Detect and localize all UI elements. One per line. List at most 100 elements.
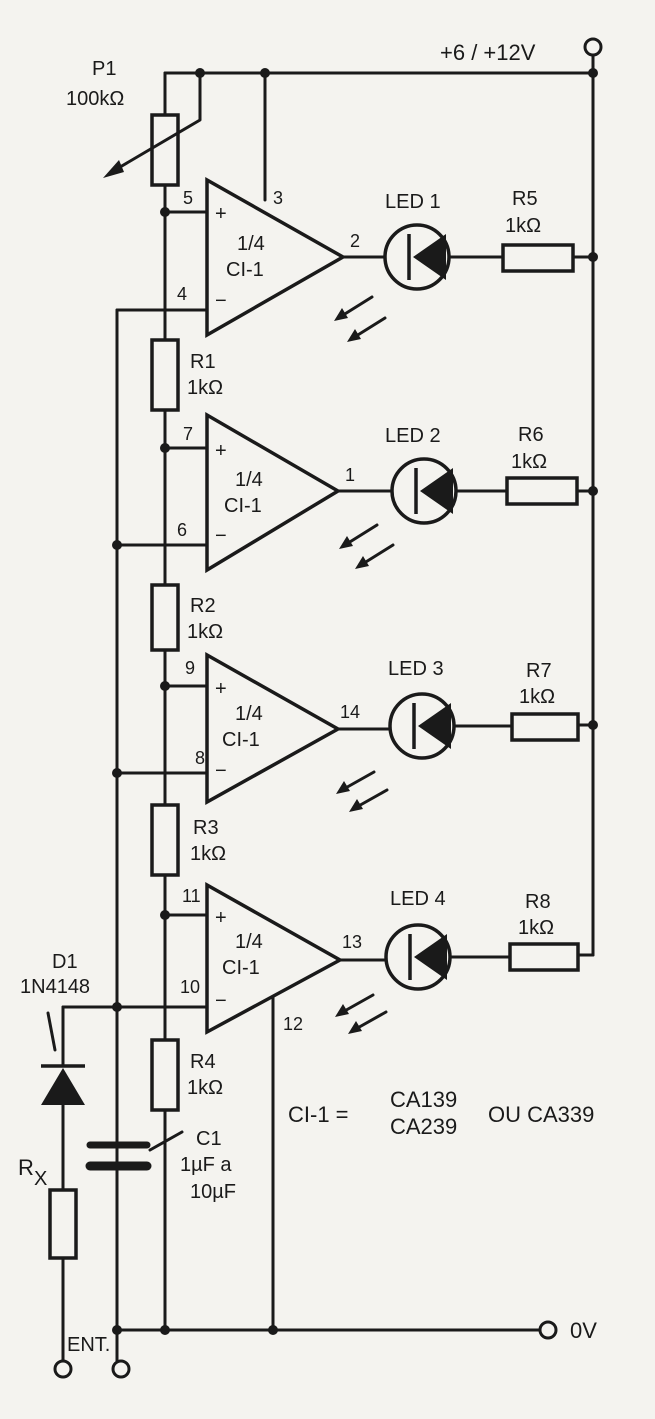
light-emission-arrows xyxy=(334,295,387,342)
pin-in-minus: 10 xyxy=(180,977,200,997)
input-bus xyxy=(61,308,209,1332)
input-terminal-right xyxy=(111,1359,131,1379)
r2-ref: R2 xyxy=(190,595,216,617)
supply-terminal xyxy=(583,37,603,57)
opamp-frac: 1/4 xyxy=(235,703,263,725)
rx-ref: R xyxy=(18,1155,34,1180)
r5-ref: R5 xyxy=(512,188,538,210)
plus-sign: + xyxy=(215,203,227,225)
ground-rail: 0V xyxy=(112,1318,597,1343)
led-label: LED 2 xyxy=(385,425,441,447)
comparator-4: + − 1/4 CI-1 11 10 12 13 LED 4 R8 1kΩ xyxy=(163,882,595,1332)
pot-value: 100kΩ xyxy=(66,88,124,110)
pin-in-plus: 11 xyxy=(182,886,201,906)
led-label: LED 4 xyxy=(390,888,446,910)
pin-out: 1 xyxy=(345,465,355,485)
r4-ref: R4 xyxy=(190,1051,216,1073)
comparator-3: + − 1/4 CI-1 9 8 14 LED 3 R7 1kΩ xyxy=(163,652,598,812)
ground-label: 0V xyxy=(570,1318,597,1343)
opamp-name: CI-1 xyxy=(224,495,262,517)
pin-out: 14 xyxy=(340,702,360,722)
pin-out: 13 xyxy=(342,932,362,952)
r1-value: 1kΩ xyxy=(187,377,223,399)
pin-in-plus: 9 xyxy=(185,658,195,678)
rx-sub: X xyxy=(34,1168,47,1190)
plus-sign: + xyxy=(215,440,227,462)
r1-ref: R1 xyxy=(190,351,216,373)
plus-sign: + xyxy=(215,907,227,929)
r4-value: 1kΩ xyxy=(187,1077,223,1099)
input-terminal-left xyxy=(53,1359,73,1379)
r8-value: 1kΩ xyxy=(518,917,554,939)
r2-value: 1kΩ xyxy=(187,621,223,643)
c1-value2: 10µF xyxy=(190,1181,236,1203)
resistor-r7 xyxy=(510,712,580,742)
resistor-r8 xyxy=(508,942,580,972)
r7-value: 1kΩ xyxy=(519,686,555,708)
opamp-name: CI-1 xyxy=(222,729,260,751)
r6-value: 1kΩ xyxy=(511,451,547,473)
r5-value: 1kΩ xyxy=(505,215,541,237)
opamp-frac: 1/4 xyxy=(235,931,263,953)
resistor-r1 xyxy=(150,338,180,412)
resistor-r4 xyxy=(150,1038,180,1112)
divider-chain: R1 1kΩ R2 1kΩ R3 1kΩ R4 1kΩ xyxy=(150,210,226,1332)
opamp-frac: 1/4 xyxy=(237,233,265,255)
note-suffix: OU CA339 xyxy=(488,1102,594,1127)
c1-value1: 1µF a xyxy=(180,1154,232,1176)
pin-supply: 3 xyxy=(273,188,283,208)
r8-ref: R8 xyxy=(525,891,551,913)
opamp-name: CI-1 xyxy=(226,259,264,281)
supply-label: +6 / +12V xyxy=(440,40,536,65)
resistor-rx: R X xyxy=(18,1155,78,1362)
comparator-2: + − 1/4 CI-1 7 6 1 LED 2 R6 1kΩ xyxy=(163,411,598,574)
note-line2: CA239 xyxy=(390,1114,457,1139)
led-label: LED 3 xyxy=(388,658,444,680)
plus-sign: + xyxy=(215,678,227,700)
led-label: LED 1 xyxy=(385,191,441,213)
resistor-r6 xyxy=(505,476,579,506)
minus-sign: − xyxy=(215,290,227,312)
resistor-r5 xyxy=(501,243,575,273)
ground-terminal xyxy=(538,1320,558,1340)
opamp-1 xyxy=(205,176,347,339)
minus-sign: − xyxy=(215,990,227,1012)
supply-rail: +6 / +12V xyxy=(163,37,603,957)
resistor-r3 xyxy=(150,803,180,877)
r6-ref: R6 xyxy=(518,424,544,446)
note-prefix: CI-1 = xyxy=(288,1102,349,1127)
opamp-frac: 1/4 xyxy=(235,469,263,491)
c1-ref: C1 xyxy=(196,1128,222,1150)
input-label: ENT. xyxy=(67,1334,110,1356)
opamp-3 xyxy=(205,652,342,805)
capacitor-c1: C1 1µF a 10µF xyxy=(85,1005,236,1332)
r3-value: 1kΩ xyxy=(190,843,226,865)
comparator-1: + − 1/4 CI-1 5 4 3 2 LED 1 R5 1kΩ xyxy=(163,176,598,342)
input-terminals: ENT. xyxy=(53,1328,131,1379)
light-emission-arrows xyxy=(335,993,388,1034)
d1-part: 1N4148 xyxy=(20,976,90,998)
part-note: CI-1 = CA139 CA239 OU CA339 xyxy=(288,1087,594,1139)
diode-d1: D1 1N4148 xyxy=(20,951,90,1192)
note-line1: CA139 xyxy=(390,1087,457,1112)
light-emission-arrows xyxy=(339,523,395,569)
pin-gnd: 12 xyxy=(283,1014,303,1034)
pin-out: 2 xyxy=(350,231,360,251)
pin-in-minus: 6 xyxy=(177,520,187,540)
minus-sign: − xyxy=(215,525,227,547)
potentiometer-p1: P1 100kΩ xyxy=(66,58,202,217)
resistor-r2 xyxy=(150,583,180,652)
r7-ref: R7 xyxy=(526,660,552,682)
pin-in-plus: 7 xyxy=(183,424,193,444)
opamp-name: CI-1 xyxy=(222,957,260,979)
pin-in-minus: 4 xyxy=(177,284,187,304)
opamp-2 xyxy=(205,411,342,574)
r3-ref: R3 xyxy=(193,817,219,839)
minus-sign: − xyxy=(215,760,227,782)
d1-ref: D1 xyxy=(52,951,78,973)
pot-ref: P1 xyxy=(92,58,116,80)
pin-in-plus: 5 xyxy=(183,188,193,208)
light-emission-arrows xyxy=(336,770,389,812)
pin-in-minus: 8 xyxy=(195,748,205,768)
